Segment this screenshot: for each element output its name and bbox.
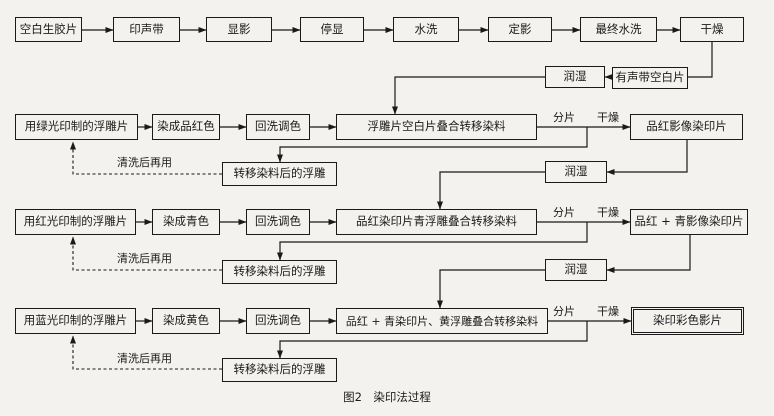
stage1-rinse-box: 回洗调色 bbox=[246, 114, 310, 140]
stage1-dry-label: 干燥 bbox=[597, 111, 619, 124]
stage3-clean-reuse-label: 清洗后再用 bbox=[117, 352, 172, 365]
blank-film-box: 空白生胶片 bbox=[15, 17, 82, 42]
stage2-matrix-box: 用红光印制的浮雕片 bbox=[15, 209, 136, 235]
stage3-transfer-box: 品红 + 青染印片、黄浮雕叠合转移染料 bbox=[336, 308, 548, 334]
stage3-matrix-box: 用蓝光印制的浮雕片 bbox=[15, 308, 136, 334]
fix-box: 定影 bbox=[488, 17, 552, 42]
stage2-clean-reuse-label: 清洗后再用 bbox=[117, 252, 172, 265]
soundtrack-print-box: 印声带 bbox=[113, 17, 180, 42]
stage1-clean-reuse-label: 清洗后再用 bbox=[117, 156, 172, 169]
stage1-dye-box: 染成品红色 bbox=[152, 114, 220, 140]
stage1-used-matrix-box: 转移染料后的浮雕 bbox=[222, 162, 337, 186]
final-wash-box: 最终水洗 bbox=[580, 17, 657, 42]
stage2-transfer-box: 品红染印片青浮雕叠合转移染料 bbox=[336, 209, 537, 235]
develop-box: 显影 bbox=[206, 17, 272, 42]
blank-with-soundtrack-box: 有声带空白片 bbox=[612, 67, 688, 89]
stage2-result-box: 品红 + 青影像染印片 bbox=[630, 209, 748, 235]
wash-box: 水洗 bbox=[393, 17, 459, 42]
stage2-rinse-box: 回洗调色 bbox=[246, 209, 310, 235]
final-color-print-box: 染印彩色影片 bbox=[631, 307, 744, 335]
stage2-dye-box: 染成青色 bbox=[152, 209, 220, 235]
stage2-split-label: 分片 bbox=[553, 206, 575, 219]
stage3-rinse-box: 回洗调色 bbox=[246, 308, 310, 334]
stage2-dry-label: 干燥 bbox=[597, 206, 619, 219]
stage3-dye-box: 染成黄色 bbox=[152, 308, 220, 334]
wet-box-top: 润湿 bbox=[545, 66, 605, 88]
dry-box: 干燥 bbox=[680, 17, 744, 42]
figure-caption: 图2 染印法过程 bbox=[343, 390, 431, 404]
stage2-wet-box: 润湿 bbox=[545, 259, 607, 281]
stage1-result-box: 品红影像染印片 bbox=[630, 114, 743, 140]
stage1-wet-box: 润湿 bbox=[545, 161, 607, 183]
stage3-split-label: 分片 bbox=[553, 305, 575, 318]
stage1-split-label: 分片 bbox=[553, 111, 575, 124]
stage3-dry-label: 干燥 bbox=[597, 305, 619, 318]
stage1-transfer-box: 浮雕片空白片叠合转移染料 bbox=[336, 114, 537, 140]
stage2-used-matrix-box: 转移染料后的浮雕 bbox=[222, 260, 337, 284]
stage1-matrix-box: 用绿光印制的浮雕片 bbox=[15, 114, 138, 140]
stage3-used-matrix-box: 转移染料后的浮雕 bbox=[222, 358, 337, 382]
stop-box: 停显 bbox=[300, 17, 364, 42]
